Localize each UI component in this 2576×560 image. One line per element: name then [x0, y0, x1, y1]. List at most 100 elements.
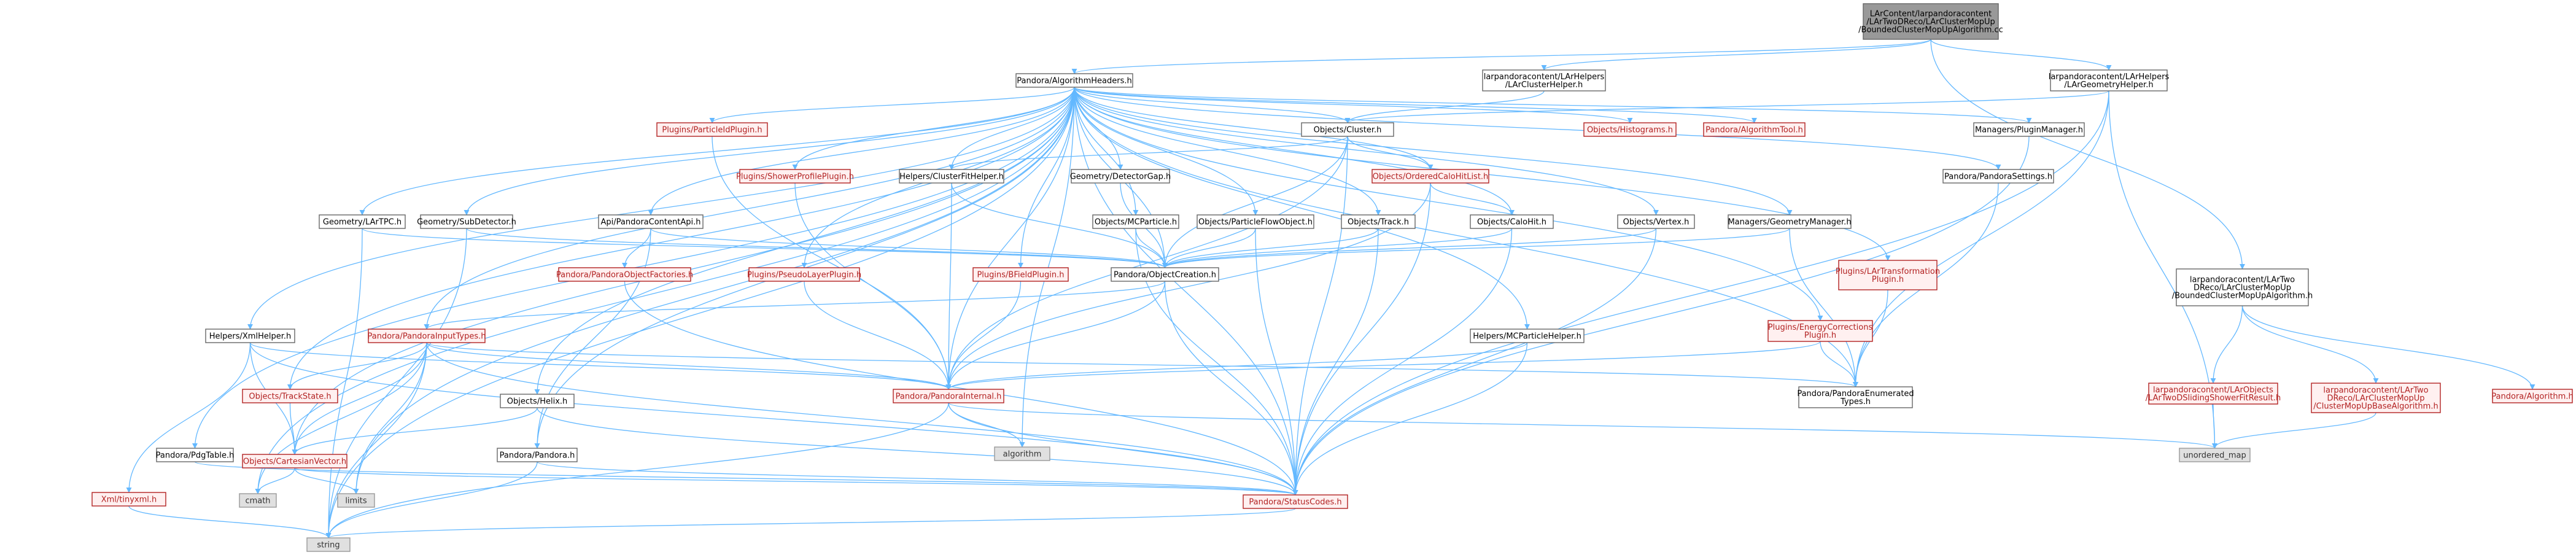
node-label: Objects/Histograms.h	[1587, 126, 1673, 135]
node-geom_manager[interactable]: Managers/GeometryManager.h	[1728, 214, 1852, 229]
edge-input_types-to-pandora_internal	[426, 342, 952, 390]
node-box	[2492, 389, 2573, 403]
node-string[interactable]: string	[306, 537, 351, 552]
node-label: Pandora/ObjectCreation.h	[1114, 271, 1216, 280]
edge-input_types-to-string	[325, 342, 427, 539]
edge-input_types-to-track_state	[287, 342, 427, 390]
edge-tinyxml-to-string	[128, 505, 332, 539]
edge-pfo-to-object_creation	[1162, 228, 1256, 268]
node-shower_profile[interactable]: Plugins/ShowerProfilePlugin.h	[736, 169, 854, 184]
node-pandora_settings[interactable]: Pandora/PandoraSettings.h	[1942, 169, 2054, 184]
node-pandora_algorithm[interactable]: Pandora/Algorithm.h	[2491, 389, 2574, 403]
node-box	[1617, 214, 1695, 229]
node-label: Pandora/PdgTable.h	[156, 451, 235, 461]
node-pandora_h[interactable]: Pandora/Pandora.h	[497, 448, 578, 462]
edge-alg_headers-to-limits	[353, 87, 1075, 494]
node-root[interactable]: LArContent/larpandoracontent/LArTwoDReco…	[1858, 3, 2003, 40]
node-box	[2176, 268, 2309, 306]
edge-alg_headers-to-mcparticle	[1074, 87, 1139, 216]
node-box	[739, 169, 851, 184]
node-plugin_manager[interactable]: Managers/PluginManager.h	[1973, 122, 2085, 137]
node-box	[1583, 122, 1677, 137]
node-label: /LArGeometryHelper.h	[2064, 80, 2153, 90]
node-geom_helper[interactable]: larpandoracontent/LArHelpers/LArGeometry…	[2049, 69, 2170, 91]
edge-ordered_calo-to-status_codes	[1292, 182, 1431, 496]
node-box	[497, 448, 578, 462]
edge-pandora_h-to-status_codes	[537, 461, 1298, 496]
node-mcparticle_helper[interactable]: Helpers/MCParticleHelper.h	[1470, 329, 1585, 343]
edge-alg_headers-to-cluster_fit	[949, 87, 1075, 170]
node-subdetector[interactable]: Geometry/SubDetector.h	[417, 214, 516, 229]
node-obj_cluster[interactable]: Objects/Cluster.h	[1301, 122, 1394, 137]
node-bounded_h[interactable]: larpandoracontent/LArTwoDReco/LArCluster…	[2172, 268, 2313, 306]
edge-alg_headers-to-cmath	[255, 87, 1075, 494]
node-label: Objects/CaloHit.h	[1477, 218, 1546, 227]
edge-input_types-to-cartesian	[292, 342, 427, 455]
node-mcparticle[interactable]: Objects/MCParticle.h	[1092, 214, 1179, 229]
node-track[interactable]: Objects/Track.h	[1341, 214, 1416, 229]
node-box	[656, 122, 768, 137]
node-cmath[interactable]: cmath	[239, 493, 277, 508]
edge-bounded_h-to-sliding_shower	[2210, 305, 2243, 384]
edge-input_types-to-limits	[353, 342, 427, 494]
node-xml_helper[interactable]: Helpers/XmlHelper.h	[205, 329, 295, 343]
edge-alg_headers-to-vertex	[1074, 87, 1659, 216]
edge-geom_helper-to-obj_cluster	[1344, 90, 2109, 123]
node-box	[1111, 267, 1219, 282]
edge-alg_headers-to-string	[325, 87, 1075, 539]
node-pandora_internal[interactable]: Pandora/PandoraInternal.h	[893, 389, 1004, 403]
node-track_state[interactable]: Objects/TrackState.h	[242, 389, 338, 403]
node-particleid[interactable]: Plugins/ParticleIdPlugin.h	[656, 122, 768, 137]
edge-object_creation-to-status_codes	[1164, 281, 1298, 496]
edge-calohit-to-object_creation	[1162, 228, 1513, 268]
node-input_types[interactable]: Pandora/PandoraInputTypes.h	[367, 329, 486, 343]
node-box	[337, 493, 375, 508]
node-alg_tool[interactable]: Pandora/AlgorithmTool.h	[1703, 122, 1806, 137]
node-calohit[interactable]: Objects/CaloHit.h	[1470, 214, 1554, 229]
node-api_content[interactable]: Api/PandoraContentApi.h	[598, 214, 704, 229]
edge-alg_headers-to-calohit	[1074, 87, 1515, 216]
node-box	[1728, 214, 1852, 229]
node-box	[2179, 448, 2251, 462]
edge-cartesian-to-cmath	[255, 467, 295, 494]
edge-subdetector-to-object_creation	[466, 228, 1168, 268]
edge-subdetector-to-string	[325, 228, 467, 539]
node-pfo[interactable]: Objects/ParticleFlowObject.h	[1197, 214, 1314, 229]
node-object_creation[interactable]: Pandora/ObjectCreation.h	[1111, 267, 1219, 282]
node-box	[1767, 320, 1873, 342]
node-obj_histograms[interactable]: Objects/Histograms.h	[1583, 122, 1677, 137]
node-label: Pandora/StatusCodes.h	[1249, 498, 1341, 507]
node-bfield[interactable]: Plugins/BFieldPlugin.h	[972, 267, 1069, 282]
edge-track-to-object_creation	[1162, 228, 1379, 268]
node-sliding_shower[interactable]: larpandoracontent/LArObjects/LArTwoDSlid…	[2146, 383, 2281, 405]
node-limits[interactable]: limits	[337, 493, 375, 508]
node-cluster_helper[interactable]: larpandoracontent/LArHelpers/LArClusterH…	[1482, 69, 1606, 91]
node-status_codes[interactable]: Pandora/StatusCodes.h	[1243, 494, 1348, 509]
node-cartesian[interactable]: Objects/CartesianVector.h	[242, 454, 347, 469]
node-pdg_table[interactable]: Pandora/PdgTable.h	[156, 448, 235, 462]
edge-alg_headers-to-plugin_manager	[1074, 87, 2032, 123]
node-tinyxml[interactable]: Xml/tinyxml.h	[91, 492, 166, 507]
node-label: string	[317, 541, 339, 550]
edge-pandora_h-to-string	[325, 461, 538, 539]
node-detector_gap[interactable]: Geometry/DetectorGap.h	[1070, 169, 1171, 184]
node-cluster_fit[interactable]: Helpers/ClusterFitHelper.h	[899, 169, 1004, 184]
edge-xml_helper-to-tinyxml	[126, 342, 251, 493]
node-object_factories[interactable]: Pandora/PandoraObjectFactories.h	[556, 267, 693, 282]
edge-pandora_internal-to-status_codes	[948, 402, 1298, 496]
node-helix[interactable]: Objects/Helix.h	[500, 394, 575, 408]
node-label: larpandoracontent/LArHelpers	[2049, 72, 2170, 82]
node-algorithm_std[interactable]: algorithm	[994, 446, 1050, 461]
node-alg_headers[interactable]: Pandora/AlgorithmHeaders.h	[1015, 73, 1133, 88]
node-ordered_calo[interactable]: Objects/OrderedCaloHitList.h	[1371, 169, 1489, 184]
node-vertex[interactable]: Objects/Vertex.h	[1617, 214, 1695, 229]
node-pseudo_layer[interactable]: Plugins/PseudoLayerPlugin.h	[747, 267, 861, 282]
node-mopup_base[interactable]: larpandoracontent/LArTwoDReco/LArCluster…	[2311, 383, 2441, 413]
node-label: Pandora/PandoraInternal.h	[896, 392, 1002, 402]
node-lartpc[interactable]: Geometry/LArTPC.h	[319, 214, 406, 229]
node-unordered_map[interactable]: unordered_map	[2179, 448, 2251, 462]
